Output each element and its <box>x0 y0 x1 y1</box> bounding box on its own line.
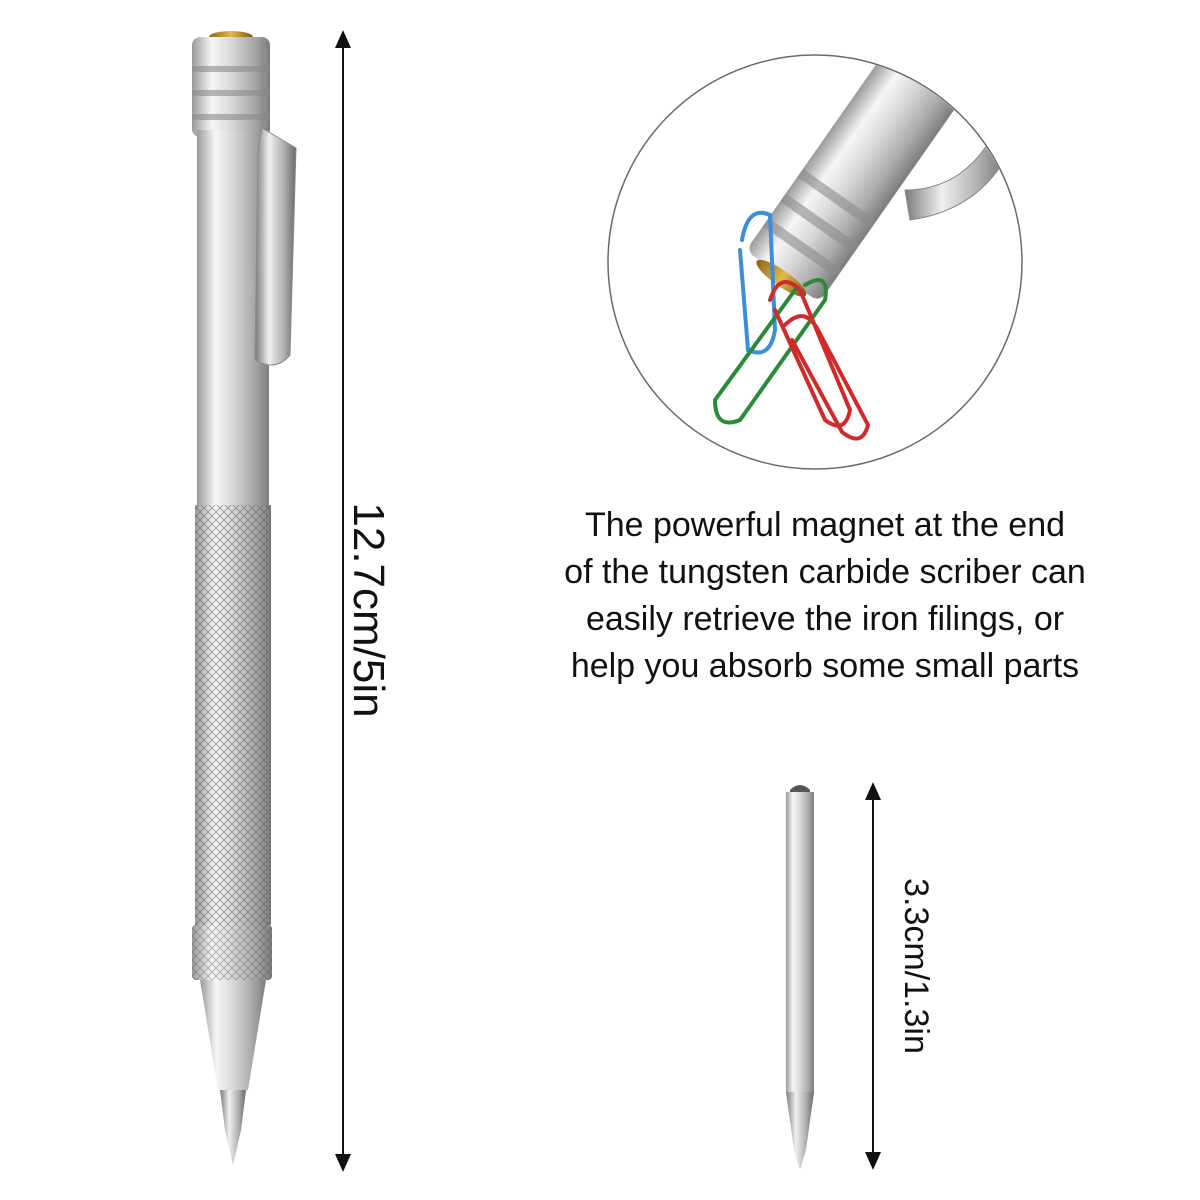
replacement-tip <box>786 785 814 1170</box>
paperclip-red-1 <box>768 280 853 428</box>
total-length-arrow <box>335 30 351 1172</box>
paperclip-red-2 <box>783 314 871 441</box>
pen-cap <box>192 37 270 137</box>
pen-cone <box>200 980 266 1090</box>
paperclip-blue <box>738 210 778 355</box>
description-line: help you absorb some small parts <box>570 647 1080 685</box>
scriber-pen <box>192 31 297 1165</box>
description-line: of the tungsten carbide scriber can <box>564 553 1086 591</box>
total-length-label: 12.7cm/5in <box>344 502 393 718</box>
description-line: easily retrieve the iron filings, or <box>585 600 1065 638</box>
paperclip-green <box>712 278 828 425</box>
magnet-description: The powerful magnet at the end of the tu… <box>520 502 1130 690</box>
carbide-tip <box>220 1090 246 1165</box>
pocket-clip <box>254 127 297 366</box>
description-line: The powerful magnet at the end <box>584 506 1066 544</box>
tip-length-arrow <box>865 782 881 1170</box>
magnet-detail-circle <box>607 54 1023 470</box>
tip-length-label: 3.3cm/1.3in <box>897 878 935 1054</box>
